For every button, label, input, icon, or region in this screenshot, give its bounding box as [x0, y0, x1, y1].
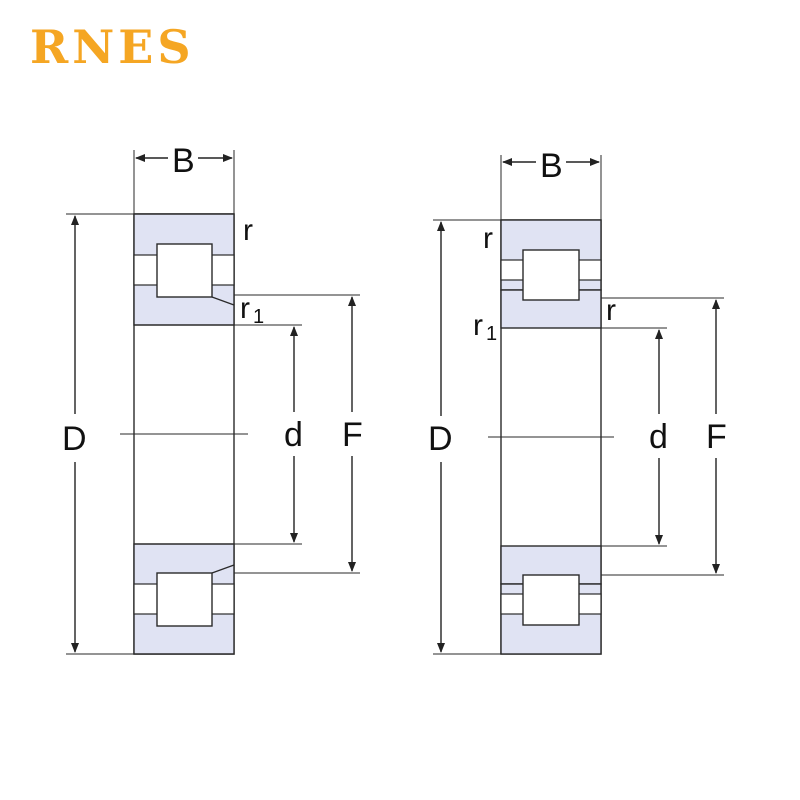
- left-r1-label: r: [240, 292, 250, 325]
- left-top-roller: [156, 243, 213, 298]
- brand-logo: RNES: [30, 20, 195, 74]
- right-corner-radius-label: r: [483, 222, 493, 255]
- left-raceway-label: F: [342, 416, 363, 454]
- left-r1-subscript: 1: [253, 306, 264, 328]
- right-inner-corner-radius-label: r: [606, 294, 616, 327]
- left-outer-diameter-label: D: [62, 420, 87, 458]
- right-r1-label: r: [473, 309, 483, 342]
- right-outer-diameter-label: D: [428, 420, 453, 458]
- right-r1-subscript: 1: [486, 323, 497, 345]
- right-bearing: B D d F r r 1 r: [428, 147, 727, 655]
- left-bore-label: d: [284, 416, 303, 454]
- left-corner-radius-label: r: [243, 214, 253, 247]
- left-width-label: B: [172, 142, 195, 180]
- right-width-label: B: [540, 147, 563, 185]
- left-bottom-roller: [156, 572, 213, 627]
- left-bearing: B D d F r r 1: [62, 142, 363, 655]
- right-raceway-label: F: [706, 418, 727, 456]
- right-top-inner-ring: [500, 289, 602, 329]
- right-top-roller: [522, 249, 580, 301]
- right-bore-label: d: [649, 418, 668, 456]
- right-bottom-roller: [522, 574, 580, 626]
